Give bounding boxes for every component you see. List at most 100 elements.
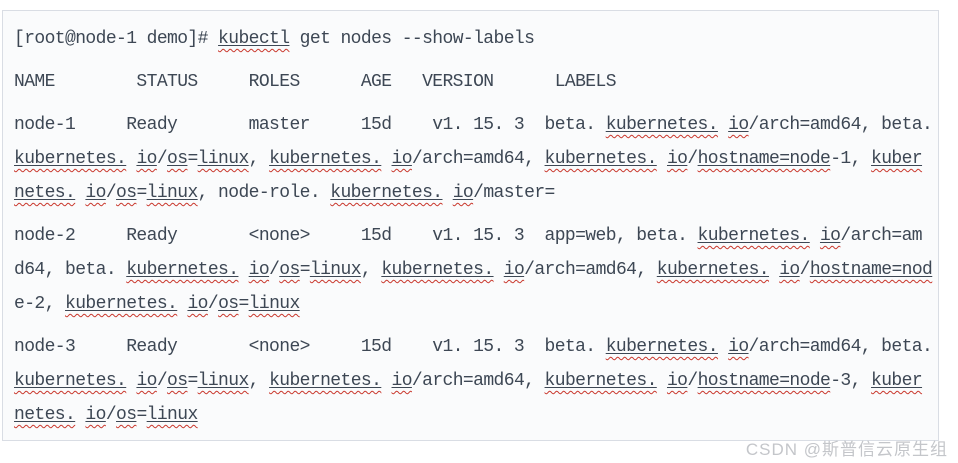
- misspelled-word-text: io: [728, 115, 749, 135]
- text-segment: node-3 Ready <none> 15d v1. 15. 3 beta.: [14, 337, 606, 357]
- misspelled-word-text: os: [279, 260, 300, 280]
- terminal-line: e-2, kubernetes. io/os=linux: [14, 287, 930, 321]
- text-segment: /arch=amd64,: [411, 371, 545, 391]
- text-segment: =: [187, 371, 198, 391]
- text-segment: [75, 183, 85, 203]
- misspelled-word: kubernetes.: [381, 260, 494, 280]
- misspelled-word-text: os: [167, 371, 188, 391]
- terminal-line: kubernetes. io/os=linux, kubernetes. io/…: [14, 364, 930, 398]
- terminal-line: d64, beta. kubernetes. io/os=linux, kube…: [14, 253, 933, 287]
- text-segment: [177, 294, 187, 314]
- misspelled-word: os: [279, 260, 300, 280]
- row-node-2: node-2 Ready <none> 15d v1. 15. 3 app=we…: [14, 219, 933, 321]
- misspelled-word: kubernetes.: [65, 294, 178, 314]
- misspelled-word: kuber: [871, 149, 923, 169]
- misspelled-word-text: os: [116, 405, 137, 425]
- terminal-line: node-2 Ready <none> 15d v1. 15. 3 app=we…: [14, 219, 930, 253]
- text-segment: /arch=am: [840, 226, 922, 246]
- misspelled-word-text: io: [248, 260, 270, 280]
- text-segment: /: [269, 260, 280, 280]
- text-segment: [657, 149, 667, 169]
- misspelled-word: io: [85, 405, 106, 425]
- misspelled-word: netes.: [14, 183, 76, 203]
- misspelled-word-text: linux: [146, 405, 199, 425]
- misspelled-word-text: os: [167, 149, 188, 169]
- misspelled-word: os: [218, 294, 239, 314]
- misspelled-word-text: io: [136, 371, 157, 391]
- misspelled-word-text: os: [116, 183, 137, 203]
- misspelled-word-text: kubernetes.: [544, 149, 658, 169]
- misspelled-word-text: kubernetes.: [697, 226, 811, 246]
- misspelled-word: io: [136, 371, 157, 391]
- text-segment: [238, 260, 248, 280]
- misspelled-word-text: io: [666, 149, 688, 169]
- text-segment: [381, 371, 391, 391]
- misspelled-word-text: kubernetes.: [605, 337, 719, 357]
- text-segment: /: [105, 183, 117, 203]
- misspelled-word: os: [167, 371, 188, 391]
- misspelled-word: linux: [147, 183, 199, 203]
- misspelled-word-text: io: [666, 371, 688, 391]
- misspelled-word: os: [116, 183, 137, 203]
- misspelled-word-text: kuber: [871, 371, 923, 391]
- text-segment: get nodes --show-labels: [289, 29, 535, 49]
- misspelled-word-text: kubectl: [218, 29, 290, 49]
- text-segment: [769, 260, 779, 280]
- row-node-3: node-3 Ready <none> 15d v1. 15. 3 beta. …: [14, 330, 933, 432]
- text-segment: =: [299, 260, 311, 280]
- misspelled-word: kubectl: [218, 29, 290, 49]
- row-node-1: node-1 Ready master 15d v1. 15. 3 beta. …: [14, 108, 933, 210]
- terminal-line: node-3 Ready <none> 15d v1. 15. 3 beta. …: [14, 330, 933, 364]
- misspelled-word: kubernetes.: [657, 260, 770, 280]
- misspelled-word-text: io: [187, 294, 208, 314]
- misspelled-word: io: [452, 183, 474, 203]
- misspelled-word-text: io: [136, 149, 157, 169]
- text-segment: /arch=amd64, beta.: [748, 115, 933, 135]
- terminal-line: NAME STATUS ROLES AGE VERSION LABELS: [14, 65, 930, 99]
- text-segment: [75, 405, 85, 425]
- text-segment: ,: [360, 260, 382, 280]
- text-segment: ,: [248, 371, 270, 391]
- misspelled-word-text: io: [779, 260, 800, 280]
- misspelled-word-text: kubernetes.: [330, 183, 443, 203]
- misspelled-word: linux: [198, 149, 250, 169]
- text-segment: [718, 337, 728, 357]
- misspelled-word: kubernetes.: [14, 371, 127, 391]
- misspelled-word-text: kubernetes.: [269, 371, 382, 391]
- misspelled-word-text: io: [391, 149, 413, 169]
- text-segment: /arch=amd64,: [524, 260, 657, 280]
- misspelled-word: hostname=node: [698, 371, 831, 391]
- misspelled-word-text: kubernetes.: [605, 115, 719, 135]
- misspelled-word: netes.: [14, 405, 76, 425]
- misspelled-word-text: kuber: [871, 149, 923, 169]
- text-segment: ,: [248, 149, 270, 169]
- text-segment: [443, 183, 453, 203]
- misspelled-word-text: linux: [248, 294, 301, 314]
- text-segment: =: [136, 405, 147, 425]
- misspelled-word-text: io: [85, 183, 106, 203]
- misspelled-word: io: [504, 260, 525, 280]
- misspelled-word-text: linux: [309, 260, 362, 280]
- text-segment: node-1 Ready master 15d v1. 15. 3 beta.: [14, 115, 606, 135]
- misspelled-word-text: kubernetes.: [269, 149, 382, 169]
- misspelled-word-text: kubernetes.: [381, 260, 494, 280]
- misspelled-word-text: io: [85, 405, 106, 425]
- misspelled-word-text: linux: [197, 371, 250, 391]
- text-segment: /arch=amd64, beta.: [748, 337, 933, 357]
- misspelled-word: os: [167, 149, 188, 169]
- misspelled-word: io: [779, 260, 800, 280]
- terminal-line: kubernetes. io/os=linux, kubernetes. io/…: [14, 142, 930, 176]
- misspelled-word: os: [116, 405, 137, 425]
- text-segment: =: [187, 149, 198, 169]
- text-segment: -3,: [830, 371, 872, 391]
- misspelled-word: io: [392, 371, 413, 391]
- misspelled-word: linux: [197, 371, 250, 391]
- misspelled-word: kubernetes.: [697, 226, 811, 246]
- text-segment: [126, 371, 136, 391]
- command-line: [root@node-1 demo]# kubectl get nodes --…: [14, 22, 930, 56]
- misspelled-word: kubernetes.: [330, 183, 443, 203]
- terminal-line: netes. io/os=linux, node-role. kubernete…: [14, 176, 930, 210]
- text-segment: /: [687, 371, 698, 391]
- misspelled-word-text: io: [452, 183, 474, 203]
- misspelled-word-text: kubernetes.: [14, 149, 127, 169]
